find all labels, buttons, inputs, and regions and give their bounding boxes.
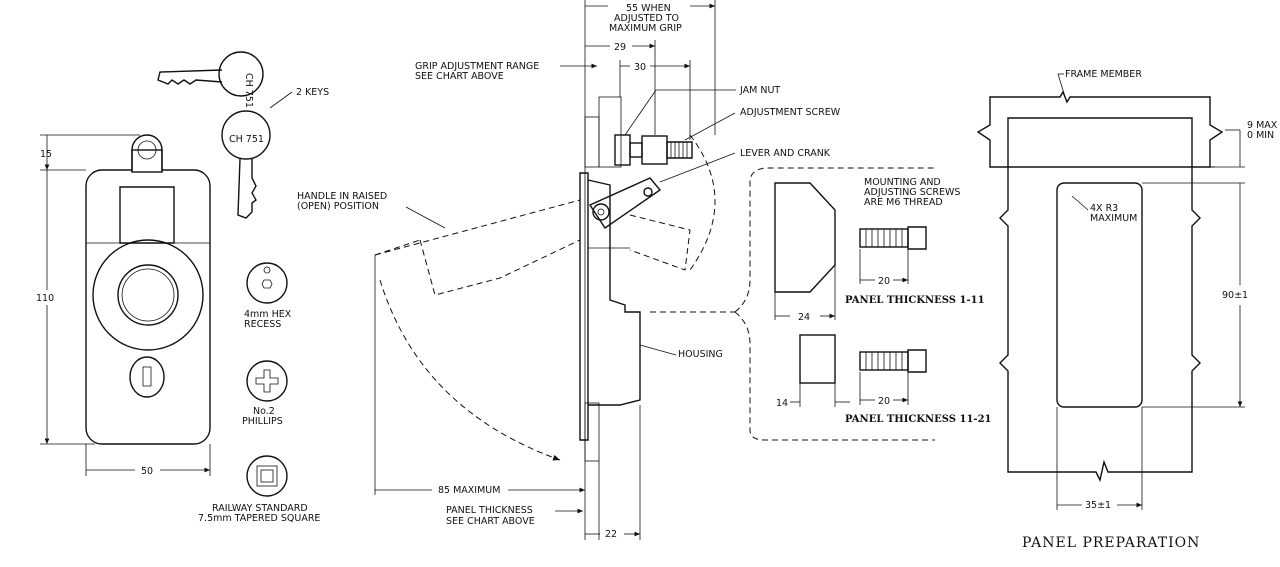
- label-text: 4X R3: [1090, 203, 1118, 214]
- label-text: 24: [798, 312, 810, 323]
- label-text: 110: [36, 293, 54, 304]
- label-text: JAM NUT: [739, 85, 780, 96]
- label-text: PANEL PREPARATION: [1022, 535, 1200, 551]
- label-text: CH 751: [243, 73, 254, 108]
- panel-prep-dimensions: FRAME MEMBER 9 MAX 0 MIN 4X R3 MAXIMUM 9…: [1022, 69, 1278, 551]
- label-text: No.2: [253, 406, 275, 417]
- label-text: 2 KEYS: [296, 87, 329, 98]
- label-text: RECESS: [244, 319, 281, 330]
- label-text: 9 MAX: [1247, 120, 1278, 131]
- label-text: HOUSING: [678, 349, 723, 360]
- label-text: 50: [141, 466, 153, 477]
- label-text: LEVER AND CRANK: [740, 148, 831, 159]
- label-text: MAXIMUM: [1090, 213, 1137, 224]
- label-text: PHILLIPS: [242, 416, 283, 427]
- bracket-lines: [650, 167, 935, 441]
- label-text: GRIP ADJUSTMENT RANGE: [415, 61, 539, 72]
- label-text: HANDLE IN RAISED: [297, 191, 387, 202]
- label-text: 35±1: [1085, 500, 1111, 511]
- label-text: 0 MIN: [1247, 130, 1274, 141]
- label-text: 15: [40, 149, 52, 160]
- label-text: FRAME MEMBER: [1065, 69, 1142, 80]
- dimension-15: 15: [40, 134, 140, 171]
- label-text: PANEL THICKNESS: [446, 505, 533, 516]
- label-text: 30: [634, 62, 646, 73]
- label-text: SEE CHART ABOVE: [446, 516, 535, 527]
- label-text: CH 751: [229, 134, 264, 145]
- mounting-parts: 24 20 MOUNTING AND ADJUSTING SCREWS ARE …: [774, 177, 992, 425]
- label-text: 90±1: [1222, 290, 1248, 301]
- label-text: PANEL THICKNESS 1-11: [845, 295, 985, 306]
- keys-illustration: CH 751 CH 751 2 KEYS: [157, 51, 329, 219]
- label-text: 14: [776, 398, 788, 409]
- label-text: 55 WHEN: [626, 3, 671, 14]
- label-text: ADJUSTMENT SCREW: [740, 107, 841, 118]
- panel-preparation-view: [976, 90, 1224, 483]
- dimension-50: 50: [85, 444, 211, 477]
- label-text: 20: [878, 276, 890, 287]
- label-text: 20: [878, 396, 890, 407]
- label-text: PANEL THICKNESS 11-21: [845, 414, 992, 425]
- label-text: 4mm HEX: [244, 309, 292, 320]
- label-text: 29: [614, 42, 626, 53]
- latch-side-view: [374, 96, 716, 462]
- label-text: 7.5mm TAPERED SQUARE: [198, 513, 320, 524]
- latch-front-view: [85, 134, 211, 445]
- side-dimensions: 55 WHEN ADJUSTED TO MAXIMUM GRIP 29 30 G…: [374, 0, 716, 540]
- hex-recess-icon: 4mm HEX RECESS: [244, 262, 292, 330]
- label-text: ADJUSTING SCREWS: [864, 187, 960, 198]
- label-text: 22: [605, 529, 617, 540]
- label-text: SEE CHART ABOVE: [415, 71, 504, 82]
- square-recess-icon: RAILWAY STANDARD 7.5mm TAPERED SQUARE: [198, 455, 320, 524]
- phillips-recess-icon: No.2 PHILLIPS: [242, 360, 288, 427]
- label-text: (OPEN) POSITION: [297, 201, 379, 212]
- label-text: ARE M6 THREAD: [864, 197, 943, 208]
- label-text: ADJUSTED TO: [614, 13, 679, 24]
- label-text: 85 MAXIMUM: [438, 485, 500, 496]
- label-text: RAILWAY STANDARD: [212, 503, 308, 514]
- label-text: MAXIMUM GRIP: [609, 23, 682, 34]
- callout-lines: JAM NUT ADJUSTMENT SCREW LEVER AND CRANK…: [297, 85, 841, 360]
- label-text: MOUNTING AND: [864, 177, 941, 188]
